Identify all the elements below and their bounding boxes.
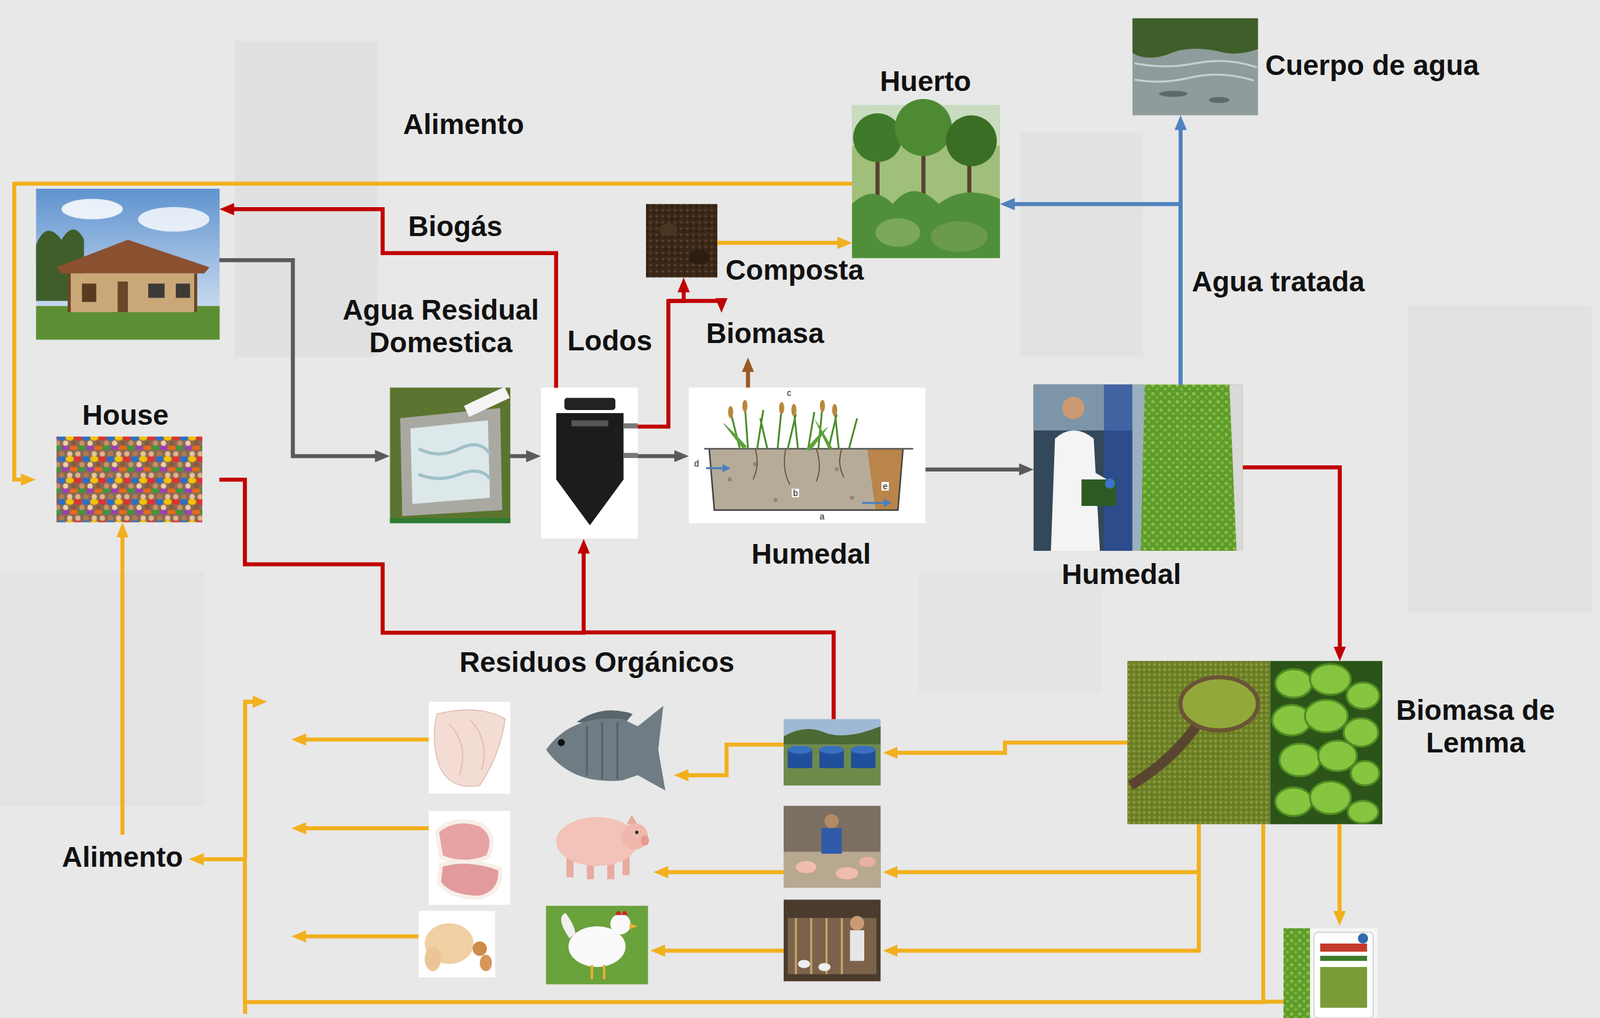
lemna-product-picture	[1283, 928, 1378, 1018]
part-letter: d	[692, 459, 701, 468]
label-holder: Cuerpo de agua	[1265, 49, 1500, 82]
label-holder: Agua Residual Domestica	[331, 293, 551, 359]
pork-picture	[429, 810, 511, 905]
label-holder: Alimento	[403, 108, 546, 141]
lemna-biomass-photo	[1127, 660, 1383, 824]
edge-label: Lodos	[567, 324, 665, 358]
crowd-picture	[56, 436, 203, 522]
node-label: Alimento	[62, 840, 184, 874]
node-label: Agua Residual Domestica	[331, 293, 551, 359]
picture-node: Composta	[646, 204, 718, 278]
label-holder: Composta	[725, 253, 889, 287]
picture-node: Agua Residual Domestica	[389, 387, 511, 523]
label-holder: House	[38, 398, 213, 432]
connector	[1009, 204, 1181, 385]
part-letter: a	[818, 512, 826, 521]
connector	[1178, 125, 1183, 385]
label-holder: c	[785, 388, 793, 398]
edge-label: Biogás	[408, 210, 531, 243]
node-label: Humedal	[1040, 558, 1204, 591]
picture-node: House	[35, 188, 220, 523]
wetland-diagram	[689, 387, 926, 524]
node-label: Huerto	[843, 65, 1008, 98]
picture-node: Humedal	[689, 387, 926, 524]
fish-farm-photo	[783, 719, 881, 786]
edge-label: Agua tratada	[1191, 265, 1396, 299]
label-holder: Agua tratada	[1191, 265, 1396, 299]
tilapia-picture	[545, 705, 666, 791]
label-holder: Lodos	[567, 324, 665, 358]
label-holder: Humedal	[729, 537, 894, 571]
pig-picture	[556, 815, 650, 880]
connector	[1242, 467, 1340, 651]
lemna-pond-photo	[1033, 384, 1243, 551]
picture-node	[540, 387, 639, 540]
picture-node: Cuerpo de agua	[1132, 18, 1259, 116]
biodigester-picture	[540, 387, 639, 540]
connector	[638, 454, 680, 459]
compost-photo	[646, 204, 718, 278]
picture-node: Humedal	[1033, 384, 1243, 552]
part-letter: c	[785, 388, 793, 398]
part-letter: b	[791, 488, 800, 498]
node-label: Biomasa de Lemma	[1387, 693, 1564, 760]
house-photo	[36, 188, 221, 340]
label-holder: Biogás	[408, 210, 531, 243]
connector	[925, 467, 1025, 472]
label-holder: Alimento	[62, 840, 184, 874]
connector	[638, 287, 685, 427]
picture-node: Huerto	[851, 105, 1001, 259]
label-holder: Residuos Orgánicos	[443, 646, 750, 679]
connector	[717, 240, 843, 246]
annotation: Biomasa	[706, 317, 840, 350]
connector	[14, 183, 852, 480]
label-holder: b	[791, 488, 800, 498]
label-holder: Biomasa	[706, 317, 840, 350]
part-letter: e	[881, 481, 889, 491]
hen-picture	[545, 905, 648, 985]
label-holder: Huerto	[843, 65, 1008, 98]
label-holder: d	[692, 459, 701, 468]
node-label: House	[38, 398, 213, 432]
label-holder: Biomasa de Lemma	[1387, 693, 1564, 760]
node-label: Composta	[725, 253, 889, 287]
label-holder: a	[818, 512, 826, 521]
chicken-coop-photo	[783, 899, 881, 982]
connector	[199, 824, 1264, 1002]
connector	[120, 532, 125, 835]
edge-label: Alimento	[403, 108, 546, 141]
connector	[510, 454, 532, 459]
label-holder: Humedal	[1040, 558, 1204, 591]
flow-wires	[245, 300, 1340, 1014]
text-node: Alimento	[55, 834, 190, 880]
orchard-photo	[851, 98, 1001, 259]
connector	[229, 208, 557, 388]
chicken-eggs-picture	[418, 910, 495, 978]
node-label: Cuerpo de agua	[1265, 49, 1500, 82]
connector	[219, 479, 584, 633]
connector	[219, 260, 380, 457]
label-holder: e	[881, 481, 889, 491]
pig-farm-photo	[783, 805, 881, 888]
fillet-picture	[429, 701, 511, 794]
wastewater-tank-photo	[389, 386, 511, 524]
picture-node: Biomasa de Lemma	[1127, 661, 1383, 825]
water-body-photo	[1132, 18, 1258, 116]
connectors	[14, 125, 1340, 1003]
node-label: Humedal	[729, 537, 894, 571]
edge-label: Residuos Orgánicos	[443, 646, 750, 679]
